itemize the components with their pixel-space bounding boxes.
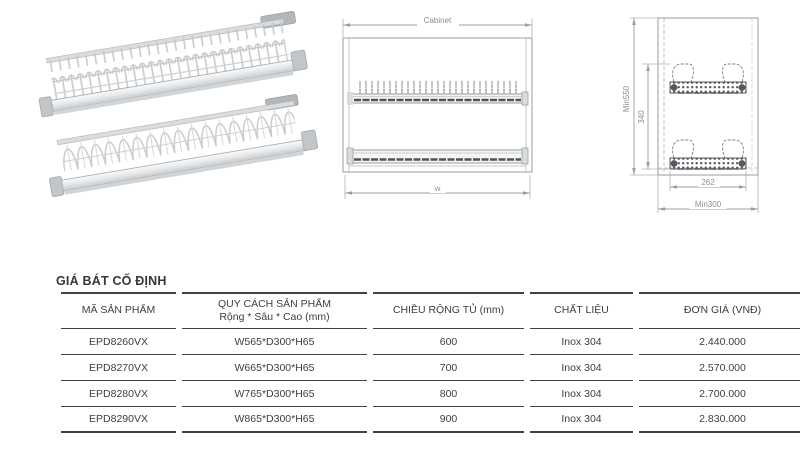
cabinet-width-cell: 900 [373,407,524,433]
spec-cell: W565*D300*H65 [182,329,367,355]
front-view-drawing: Cabinet [342,16,533,199]
front-view-diagram: Cabinet [333,10,565,212]
table-row: EPD8290VX W865*D300*H65 900 Inox 304 2.8… [61,407,800,433]
side-view-drawing: Min550 340 262 [622,17,759,213]
header-cabinet-width: CHIỀU RỘNG TỦ (mm) [373,292,524,329]
product-code-cell: EPD8280VX [61,381,176,407]
header-material: CHẤT LIỆU [530,292,633,329]
spec-cell: W765*D300*H65 [182,381,367,407]
header-price: ĐƠN GIÁ (VNĐ) [639,292,800,329]
w-dim-label: w [434,184,441,193]
cabinet-width-dimension: Cabinet [342,16,533,37]
min550-dim-label: Min550 [622,85,631,112]
price-cell: 2.830.000 [639,407,800,433]
spec-cell: W665*D300*H65 [182,355,367,381]
side-view-diagram: Min550 340 262 [618,4,798,229]
rack-span-dim-label: 340 [637,110,646,124]
product-code-cell: EPD8290VX [61,407,176,433]
material-cell: Inox 304 [530,407,633,433]
header-spec-line1: QUY CÁCH SẢN PHẨM [218,297,331,310]
header-spec: QUY CÁCH SẢN PHẨM Rộng * Sâu * Cao (mm) [182,292,367,329]
upper-rack-front [347,81,529,106]
rack-span-dimension: 340 [637,63,670,170]
spec-sheet: GIÁ BÁT CỐ ĐỊNH MÃ SẢN PHẨM QUY CÁCH SẢN… [55,274,800,433]
header-spec-line2: Rộng * Sâu * Cao (mm) [219,311,330,323]
table-header-row: MÃ SẢN PHẨM QUY CÁCH SẢN PHẨM Rộng * Sâu… [61,292,800,329]
rack-depth-dim-label: 262 [701,178,715,187]
material-cell: Inox 304 [530,329,633,355]
material-cell: Inox 304 [530,381,633,407]
spec-table: MÃ SẢN PHẨM QUY CÁCH SẢN PHẨM Rộng * Sâu… [55,292,800,433]
spec-cell: W865*D300*H65 [182,407,367,433]
product-code-cell: EPD8270VX [61,355,176,381]
cabinet-dim-label: Cabinet [424,16,452,25]
rack-depth-dimension: 262 [669,171,747,191]
product-code-cell: EPD8260VX [61,329,176,355]
price-cell: 2.700.000 [639,381,800,407]
header-product-code: MÃ SẢN PHẨM [61,292,176,329]
lower-rack-front [346,147,529,165]
table-row: EPD8260VX W565*D300*H65 600 Inox 304 2.4… [61,329,800,355]
cabinet-depth-dimension: Min300 [657,175,759,213]
cabinet-width-cell: 600 [373,329,524,355]
cabinet-width-cell: 800 [373,381,524,407]
table-row: EPD8270VX W665*D300*H65 700 Inox 304 2.5… [61,355,800,381]
price-cell: 2.570.000 [639,355,800,381]
cabinet-depth-dim-label: Min300 [695,200,722,209]
lower-dish-rack [49,94,319,198]
upper-dish-rack [38,10,308,118]
min550-dimension: Min550 [622,17,658,176]
material-cell: Inox 304 [530,355,633,381]
dish-rack-photo-illustration [38,10,319,198]
cabinet-width-cell: 700 [373,355,524,381]
product-photo [22,10,324,228]
rack-width-dimension: w [344,175,531,199]
section-title: GIÁ BÁT CỐ ĐỊNH [56,274,167,288]
cabinet-side-outline [657,17,759,176]
table-row: EPD8280VX W765*D300*H65 800 Inox 304 2.7… [61,381,800,407]
price-cell: 2.440.000 [639,329,800,355]
